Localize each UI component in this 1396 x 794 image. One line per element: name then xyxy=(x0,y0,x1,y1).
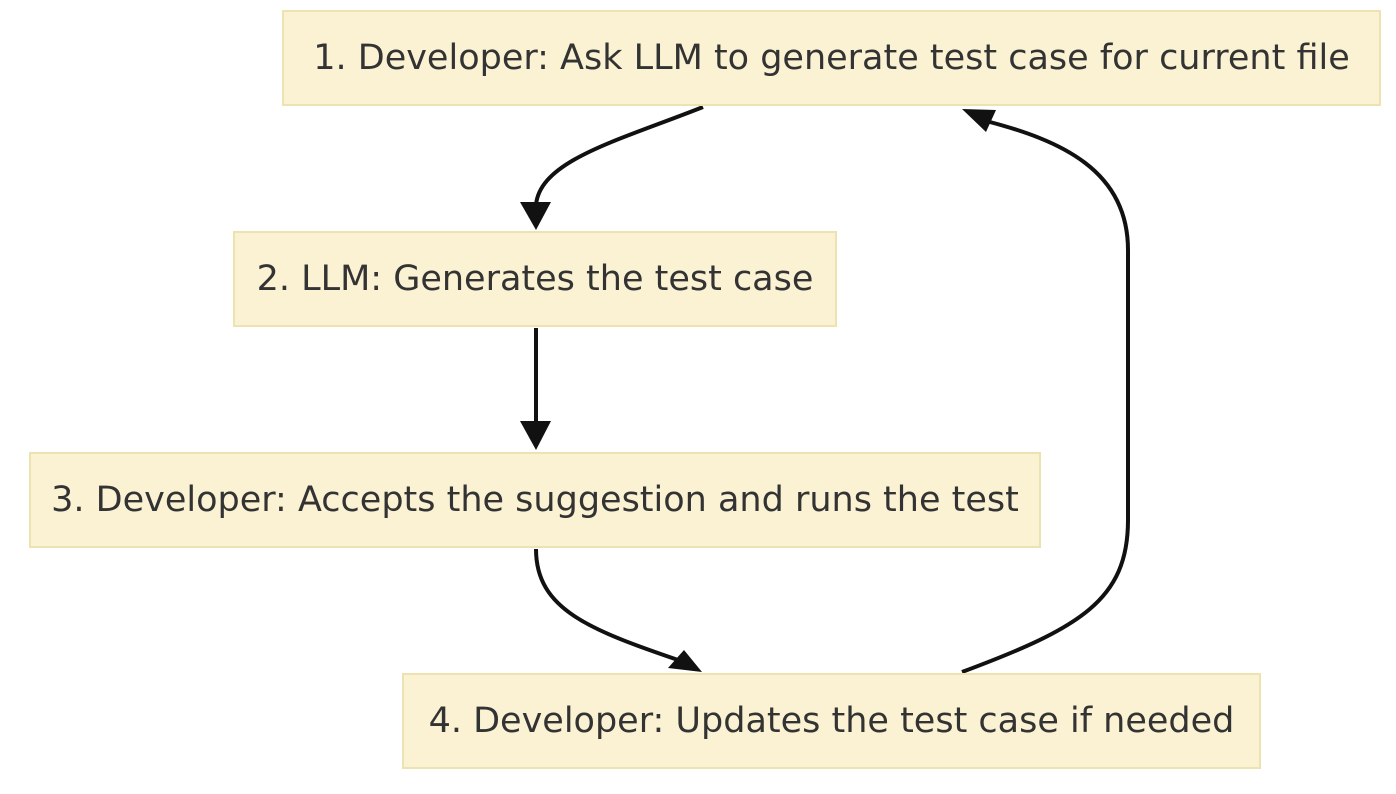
node-step-4: 4. Developer: Updates the test case if n… xyxy=(402,673,1261,769)
node-step-3-label: 3. Developer: Accepts the suggestion and… xyxy=(51,480,1019,520)
node-step-1: 1. Developer: Ask LLM to generate test c… xyxy=(282,10,1381,106)
node-step-1-label: 1. Developer: Ask LLM to generate test c… xyxy=(313,38,1350,78)
arrowhead-3-to-4 xyxy=(668,650,702,672)
edge-4-to-1 xyxy=(961,119,1130,674)
node-step-2: 2. LLM: Generates the test case xyxy=(233,231,837,327)
arrowhead-4-to-1 xyxy=(962,109,996,132)
arrowhead-1-to-2 xyxy=(520,202,551,230)
node-step-2-label: 2. LLM: Generates the test case xyxy=(256,259,814,299)
edge-3-to-4 xyxy=(534,548,685,664)
arrowhead-2-to-3 xyxy=(520,421,551,450)
node-step-4-label: 4. Developer: Updates the test case if n… xyxy=(428,701,1235,741)
edge-1-to-2 xyxy=(534,105,704,206)
node-step-3: 3. Developer: Accepts the suggestion and… xyxy=(29,452,1041,548)
